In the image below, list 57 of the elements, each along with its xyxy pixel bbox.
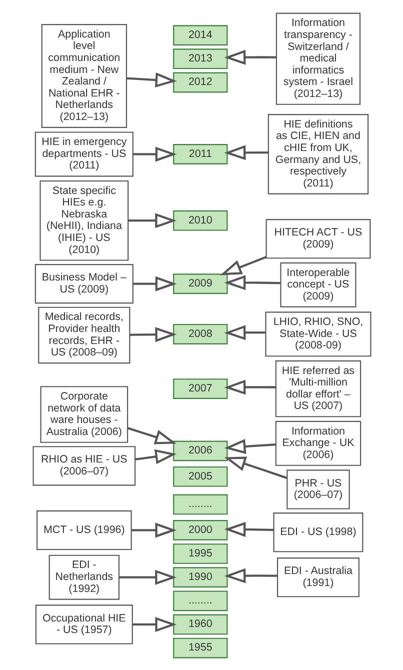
node-box: 2010 [172, 210, 228, 230]
node-box: RHIO as HIE - US (2006–07) [32, 446, 136, 486]
node-box: 2009 [172, 273, 228, 294]
arrow [220, 256, 266, 275]
node-box: 1990 [172, 566, 228, 587]
node-box: EDI - Australia (1991) [276, 557, 359, 597]
node-box: Medical records, Provider health records, EHR - US (2008–09) [38, 306, 130, 364]
arrow [126, 72, 176, 87]
node-box: HITECH ACT - US (2009) [265, 218, 370, 258]
arrow [132, 146, 176, 162]
node-box: HIE definitions as CIE, HIEN and cHIE from UK, Germany and US, respectively (2011) [267, 114, 368, 194]
arrow [224, 144, 268, 160]
node-box: HIE in emergency departments - US (2011) [34, 131, 133, 176]
arrow [130, 326, 176, 342]
node-box: 1960 [172, 614, 228, 634]
arrow [132, 616, 176, 632]
arrow [130, 522, 176, 538]
node-box: MCT - US (1996) [36, 510, 132, 550]
node-box: 2000 [172, 520, 228, 540]
node-box: 2005 [172, 466, 228, 486]
node-box: 2013 [172, 48, 228, 69]
arrow [224, 274, 280, 290]
arrow [224, 456, 287, 478]
arrow [134, 448, 176, 464]
arrow [224, 49, 276, 64]
node-box: Application level communication medium - New Zealand / National EHR - Netherlands (2012–13) [40, 24, 127, 128]
arrow [132, 276, 176, 291]
node-box: 2012 [172, 72, 228, 92]
node-box: EDI - Netherlands (1992) [48, 554, 120, 600]
node-box: Business Model – US (2009) [34, 264, 133, 304]
node-box: 2006 [172, 440, 228, 461]
arrow [224, 521, 274, 536]
node-box: Interoperable concept - US (2009) [280, 262, 356, 307]
arrow [224, 568, 277, 583]
arrow [224, 438, 276, 454]
node-box: 1955 [172, 637, 228, 658]
node-box: Corporate network of data ware houses - Australia (2006) [40, 386, 128, 442]
node-box: PHR - US (2006–07) [286, 469, 350, 509]
node-box: Information Exchange - UK (2006) [274, 420, 361, 466]
node-box: Occupational HIE - US (1957) [34, 604, 132, 644]
node-box: HIE referred as 'Multi-million dollar effort' – US (2007) [274, 360, 361, 417]
node-box: ........ [172, 590, 228, 611]
node-box: EDI - US (1998) [272, 512, 363, 552]
arrow [126, 426, 176, 444]
arrow [118, 569, 176, 584]
arrow [128, 212, 176, 228]
node-box: ........ [172, 494, 228, 514]
node-box: 2014 [172, 24, 228, 45]
node-box: LHIO, RHIO, SNO, State-Wide - US (2008-09) [264, 311, 371, 356]
node-box: 2008 [172, 323, 228, 344]
arrow [224, 324, 266, 340]
node-box: 2011 [172, 144, 228, 164]
node-box: 2007 [172, 378, 228, 398]
node-box: 1995 [172, 543, 228, 564]
arrow [224, 379, 276, 394]
node-box: Information transparency - Switzerland / medical informatics system - Israel (2012–13) [275, 12, 360, 104]
node-box: State specific HIEs e.g. Nebraska (NeHII), Indiana (IHIE) - US (2010) [39, 180, 128, 260]
